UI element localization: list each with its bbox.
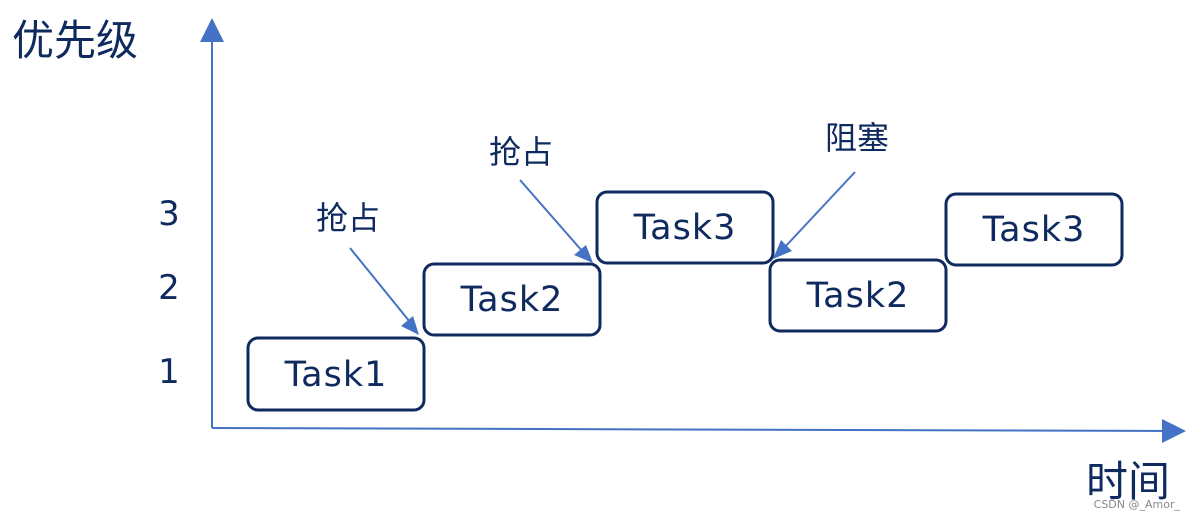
annotation-text-2: 抢占 <box>489 133 553 171</box>
annotation-arrowhead-3 <box>773 240 792 259</box>
annotation-text-1: 抢占 <box>316 199 380 237</box>
annotation-text-3: 阻塞 <box>825 119 889 157</box>
annotation-arrow-1 <box>349 247 411 323</box>
x-axis <box>211 427 1169 432</box>
task-box-4-label: Task2 <box>806 276 910 316</box>
annotation-arrow-2 <box>519 179 584 253</box>
task-box-2: Task2 <box>422 262 602 337</box>
annotation-arrowhead-1 <box>401 316 419 335</box>
annotation-arrowhead-2 <box>574 245 593 263</box>
priority-tick-1: 1 <box>158 352 180 392</box>
task-box-5-label: Task3 <box>982 210 1086 250</box>
task-box-3-label: Task3 <box>633 208 737 248</box>
y-axis-arrowhead <box>200 18 224 42</box>
task-box-1: Task1 <box>246 336 426 412</box>
x-axis-arrowhead <box>1162 419 1186 443</box>
task-box-3: Task3 <box>595 190 775 265</box>
priority-tick-3: 3 <box>158 194 180 234</box>
x-axis-title: 时间 <box>1086 457 1170 506</box>
task-box-1-label: Task1 <box>284 355 388 395</box>
watermark: CSDN @_Amor_ <box>1094 498 1181 511</box>
task-box-2-label: Task2 <box>460 280 564 320</box>
task-box-4: Task2 <box>768 258 948 333</box>
annotation-arrow-3 <box>783 171 856 249</box>
priority-tick-2: 2 <box>158 268 180 308</box>
y-axis-title: 优先级 <box>12 16 138 65</box>
task-box-5: Task3 <box>944 192 1124 267</box>
